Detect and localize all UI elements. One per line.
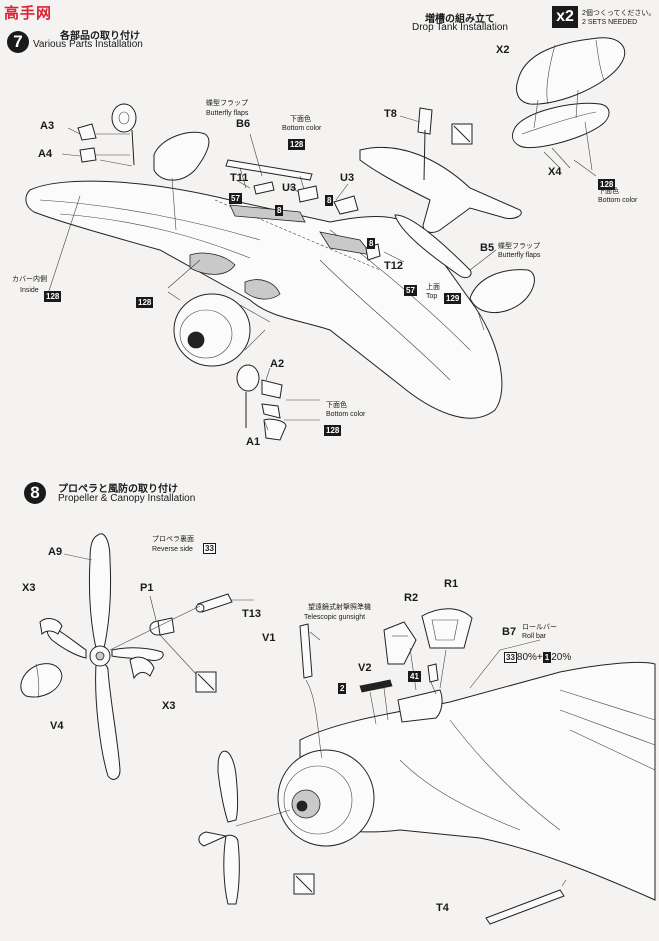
no-glue-icon-prop (195, 671, 217, 693)
label-b6: B6 (236, 118, 251, 130)
label-u3-right: U3 (340, 172, 355, 184)
mix-color-b: 1 (542, 652, 552, 663)
label-b7: B7 (502, 626, 517, 638)
label-r1: R1 (444, 578, 459, 590)
sets-needed-en: 2 SETS NEEDED (582, 19, 638, 26)
label-t13: T13 (242, 608, 261, 620)
label-v4: V4 (50, 720, 64, 732)
label-x4: X4 (548, 166, 562, 178)
no-glue-icon-cowl (293, 873, 315, 895)
fuselage-front-drawing (198, 608, 656, 925)
label-t4: T4 (436, 902, 449, 914)
color-2: 2 (338, 683, 347, 694)
step7-number: 7 (7, 31, 29, 53)
flap2-en: Butterfly flaps (498, 252, 541, 259)
color-128-wing: 128 (136, 297, 154, 308)
top-color-en: Top (426, 293, 438, 300)
landing-gear-parts (77, 103, 320, 441)
drop-tank-title-jp: 増槽の組み立て (425, 14, 495, 25)
mix-plus: + (536, 652, 543, 663)
step8-title-jp: プロペラと風防の取り付け (58, 484, 178, 495)
color-33-prop: 33 (203, 543, 216, 554)
label-b5: B5 (480, 242, 495, 254)
label-x3-top: X3 (22, 582, 36, 594)
label-a4: A4 (38, 148, 53, 160)
mix-color-a: 33 (504, 652, 517, 663)
bottom2-color-jp: 下面色 (326, 402, 347, 409)
mix-color-b-pct: 20% (551, 652, 572, 663)
color-129: 129 (444, 293, 462, 304)
color-8-u3: 8 (275, 205, 284, 216)
label-x2: X2 (496, 44, 510, 56)
prop-reverse-en: Reverse side (152, 546, 193, 553)
label-v2: V2 (358, 662, 372, 674)
drop-tank-drawing (511, 37, 626, 171)
label-a9: A9 (48, 546, 63, 558)
color-41: 41 (408, 671, 421, 682)
flap-parts (225, 107, 535, 331)
multiplier-badge: x2 (552, 6, 578, 28)
label-v1: V1 (262, 632, 276, 644)
color-57-t12: 57 (404, 285, 417, 296)
step8-number: 8 (24, 482, 46, 504)
drop-tank-title-en: Drop Tank Installation (412, 22, 508, 33)
bottom2-color-en: Bottom color (326, 411, 366, 418)
label-t8: T8 (384, 108, 397, 120)
color-128-b6: 128 (288, 139, 306, 150)
color-128-a1: 128 (324, 425, 342, 436)
sets-needed-jp: 2個つくってください。 (582, 10, 656, 17)
label-t12: T12 (384, 260, 403, 272)
drop-tank-color-en: Bottom color (598, 197, 638, 204)
drop-tank-color-jp: 下面色 (598, 188, 619, 195)
color-128-inside: 128 (44, 291, 62, 302)
top-color-jp: 上面 (426, 284, 440, 291)
flap2-jp: 蝶型フラップ (498, 243, 540, 250)
gunsight-jp: 望遠鏡式射撃照準機 (308, 604, 371, 611)
step7-title-jp: 各部品の取り付け (60, 31, 140, 42)
gunsight-en: Telescopic gunsight (304, 614, 366, 621)
watermark-logo: 高手网 (4, 5, 53, 22)
flap-jp: 蝶型フラップ (206, 100, 248, 107)
airframe-top-drawing (25, 146, 522, 419)
label-a1: A1 (246, 436, 261, 448)
label-a2: A2 (270, 358, 285, 370)
flap-en: Butterfly flaps (206, 110, 249, 117)
mix-color-a-pct: 80% (516, 652, 537, 663)
color-8-u3b: 8 (325, 195, 334, 206)
drop-tank-color: 128 (598, 179, 616, 190)
color-57-t11: 57 (229, 193, 242, 204)
no-glue-icon-top (451, 123, 473, 145)
rollbar-en: Roll bar (522, 633, 547, 640)
label-a3: A3 (40, 120, 55, 132)
rollbar-jp: ロールバー (522, 624, 557, 631)
bottom-color-en: Bottom color (282, 125, 322, 132)
label-t11: T11 (230, 172, 249, 184)
label-u3-left: U3 (282, 182, 297, 194)
label-r2: R2 (404, 592, 419, 604)
step7-title-en: Various Parts Installation (33, 39, 143, 50)
color-8-t12: 8 (367, 238, 376, 249)
leader-lines (45, 115, 597, 689)
label-p1: P1 (140, 582, 154, 594)
step8-title-en: Propeller & Canopy Installation (58, 493, 196, 504)
propeller-assembly-drawing (20, 533, 233, 780)
bottom-color-jp: 下面色 (290, 116, 311, 123)
inside-jp: カバー内側 (12, 276, 47, 283)
label-x3-bottom: X3 (162, 700, 176, 712)
prop-reverse-jp: プロペラ裏面 (152, 536, 194, 543)
inside-en: Inside (20, 287, 39, 294)
